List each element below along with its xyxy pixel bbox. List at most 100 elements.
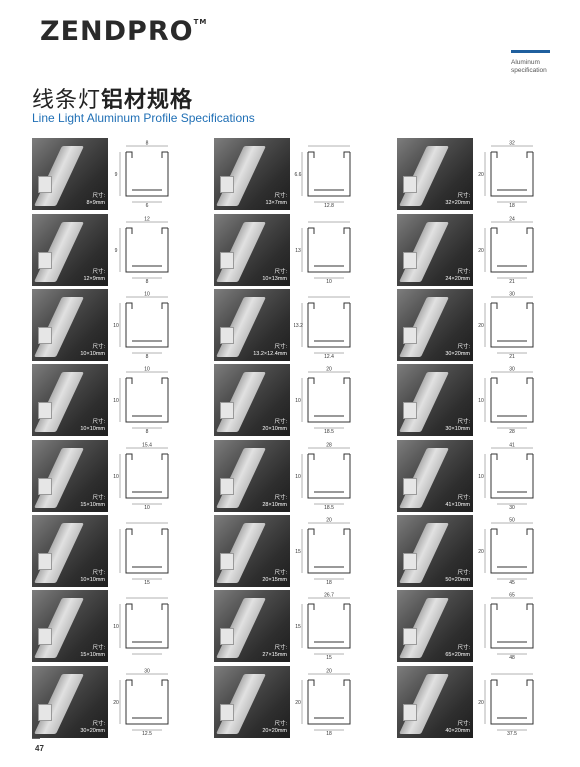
dim-height-label: 9 bbox=[115, 248, 118, 254]
footer-divider bbox=[32, 738, 40, 739]
dim-height-label: 10 bbox=[113, 323, 119, 329]
size-prefix: 尺寸: bbox=[92, 495, 105, 501]
size-value: 28×10mm bbox=[262, 502, 287, 508]
size-value: 40×20mm bbox=[445, 728, 470, 734]
dim-height-label: 10 bbox=[113, 624, 119, 630]
dim-inner-label: 37.5 bbox=[507, 731, 517, 736]
cross-section-drawing: 10 bbox=[112, 592, 182, 660]
dim-inner-label: 18 bbox=[326, 580, 332, 585]
dim-inner-label: 18.5 bbox=[324, 429, 334, 434]
cross-section-drawing: 15 bbox=[112, 517, 182, 586]
size-value: 30×10mm bbox=[445, 426, 470, 432]
dim-height-label: 20 bbox=[113, 700, 119, 706]
dim-width-label: 12 bbox=[144, 217, 150, 223]
size-label: 尺寸:30×10mm bbox=[445, 419, 470, 433]
size-label: 尺寸:10×10mm bbox=[80, 570, 105, 584]
size-value: 32×20mm bbox=[445, 200, 470, 206]
dim-inner-label: 10 bbox=[144, 505, 150, 510]
dim-inner-label: 15 bbox=[326, 655, 332, 660]
profile-photo: 尺寸:15×10mm bbox=[32, 440, 108, 512]
end-cap-image bbox=[38, 176, 52, 193]
profile-photo: 尺寸:20×15mm bbox=[214, 515, 290, 587]
dim-inner-label: 18 bbox=[326, 731, 332, 736]
profile-outline bbox=[125, 679, 169, 725]
dim-inner-label: 30 bbox=[509, 505, 515, 510]
size-prefix: 尺寸: bbox=[274, 344, 287, 350]
end-cap-image bbox=[220, 478, 234, 495]
size-value: 10×10mm bbox=[80, 426, 105, 432]
profile-outline bbox=[490, 679, 534, 725]
dim-width-label: 8 bbox=[146, 141, 149, 147]
dim-height-label: 15 bbox=[295, 624, 301, 630]
size-prefix: 尺寸: bbox=[274, 269, 287, 275]
profile-item: 尺寸:40×20mm 20 37.5 bbox=[397, 666, 547, 738]
size-label: 尺寸:65×20mm bbox=[445, 645, 470, 659]
size-value: 12×9mm bbox=[83, 276, 105, 282]
profile-outline bbox=[125, 453, 169, 499]
size-label: 尺寸:15×10mm bbox=[80, 645, 105, 659]
profile-photo: 尺寸:40×20mm bbox=[397, 666, 473, 738]
size-value: 20×10mm bbox=[262, 426, 287, 432]
end-cap-image bbox=[38, 327, 52, 344]
dim-width-label: 30 bbox=[509, 367, 515, 373]
profile-photo: 尺寸:30×10mm bbox=[397, 364, 473, 436]
end-cap-image bbox=[403, 553, 417, 570]
size-value: 8×9mm bbox=[86, 200, 106, 206]
dim-width-label: 30 bbox=[144, 669, 150, 675]
size-value: 20×20mm bbox=[262, 728, 287, 734]
profile-outline bbox=[490, 453, 534, 499]
profile-photo: 尺寸:10×10mm bbox=[32, 364, 108, 436]
dim-width-label: 28 bbox=[326, 443, 332, 449]
size-prefix: 尺寸: bbox=[457, 344, 470, 350]
dim-height-label: 6.6 bbox=[295, 172, 302, 178]
size-prefix: 尺寸: bbox=[92, 645, 105, 651]
dim-width-label: 50 bbox=[509, 518, 515, 524]
cross-section-drawing: 20 37.5 bbox=[477, 668, 547, 737]
end-cap-image bbox=[220, 252, 234, 269]
dim-height-label: 20 bbox=[478, 700, 484, 706]
profile-photo: 尺寸:8×9mm bbox=[32, 138, 108, 210]
size-prefix: 尺寸: bbox=[92, 344, 105, 350]
dim-height-label: 20 bbox=[295, 700, 301, 706]
size-prefix: 尺寸: bbox=[457, 419, 470, 425]
profile-outline bbox=[307, 302, 351, 348]
dim-inner-label: 48 bbox=[509, 655, 515, 660]
size-value: 30×20mm bbox=[80, 728, 105, 734]
end-cap-image bbox=[38, 553, 52, 570]
size-prefix: 尺寸: bbox=[274, 495, 287, 501]
size-label: 尺寸:24×20mm bbox=[445, 269, 470, 283]
size-label: 尺寸:8×9mm bbox=[87, 193, 106, 207]
dim-height-label: 15 bbox=[295, 549, 301, 555]
size-prefix: 尺寸: bbox=[274, 570, 287, 576]
end-cap-image bbox=[38, 402, 52, 419]
dim-height-label: 10 bbox=[478, 474, 484, 480]
dim-width-label: 10 bbox=[144, 292, 150, 298]
dim-height-label: 20 bbox=[478, 248, 484, 254]
dim-height-label: 10 bbox=[113, 398, 119, 404]
profile-photo: 尺寸:24×20mm bbox=[397, 214, 473, 286]
size-prefix: 尺寸: bbox=[457, 570, 470, 576]
profile-outline bbox=[307, 679, 351, 725]
size-value: 10×10mm bbox=[80, 577, 105, 583]
dim-width-label: 30 bbox=[509, 292, 515, 298]
end-cap-image bbox=[38, 478, 52, 495]
profile-outline bbox=[307, 227, 351, 273]
profile-photo: 尺寸:13×7mm bbox=[214, 138, 290, 210]
dim-width-label: 32 bbox=[509, 141, 515, 147]
size-value: 30×20mm bbox=[445, 351, 470, 357]
